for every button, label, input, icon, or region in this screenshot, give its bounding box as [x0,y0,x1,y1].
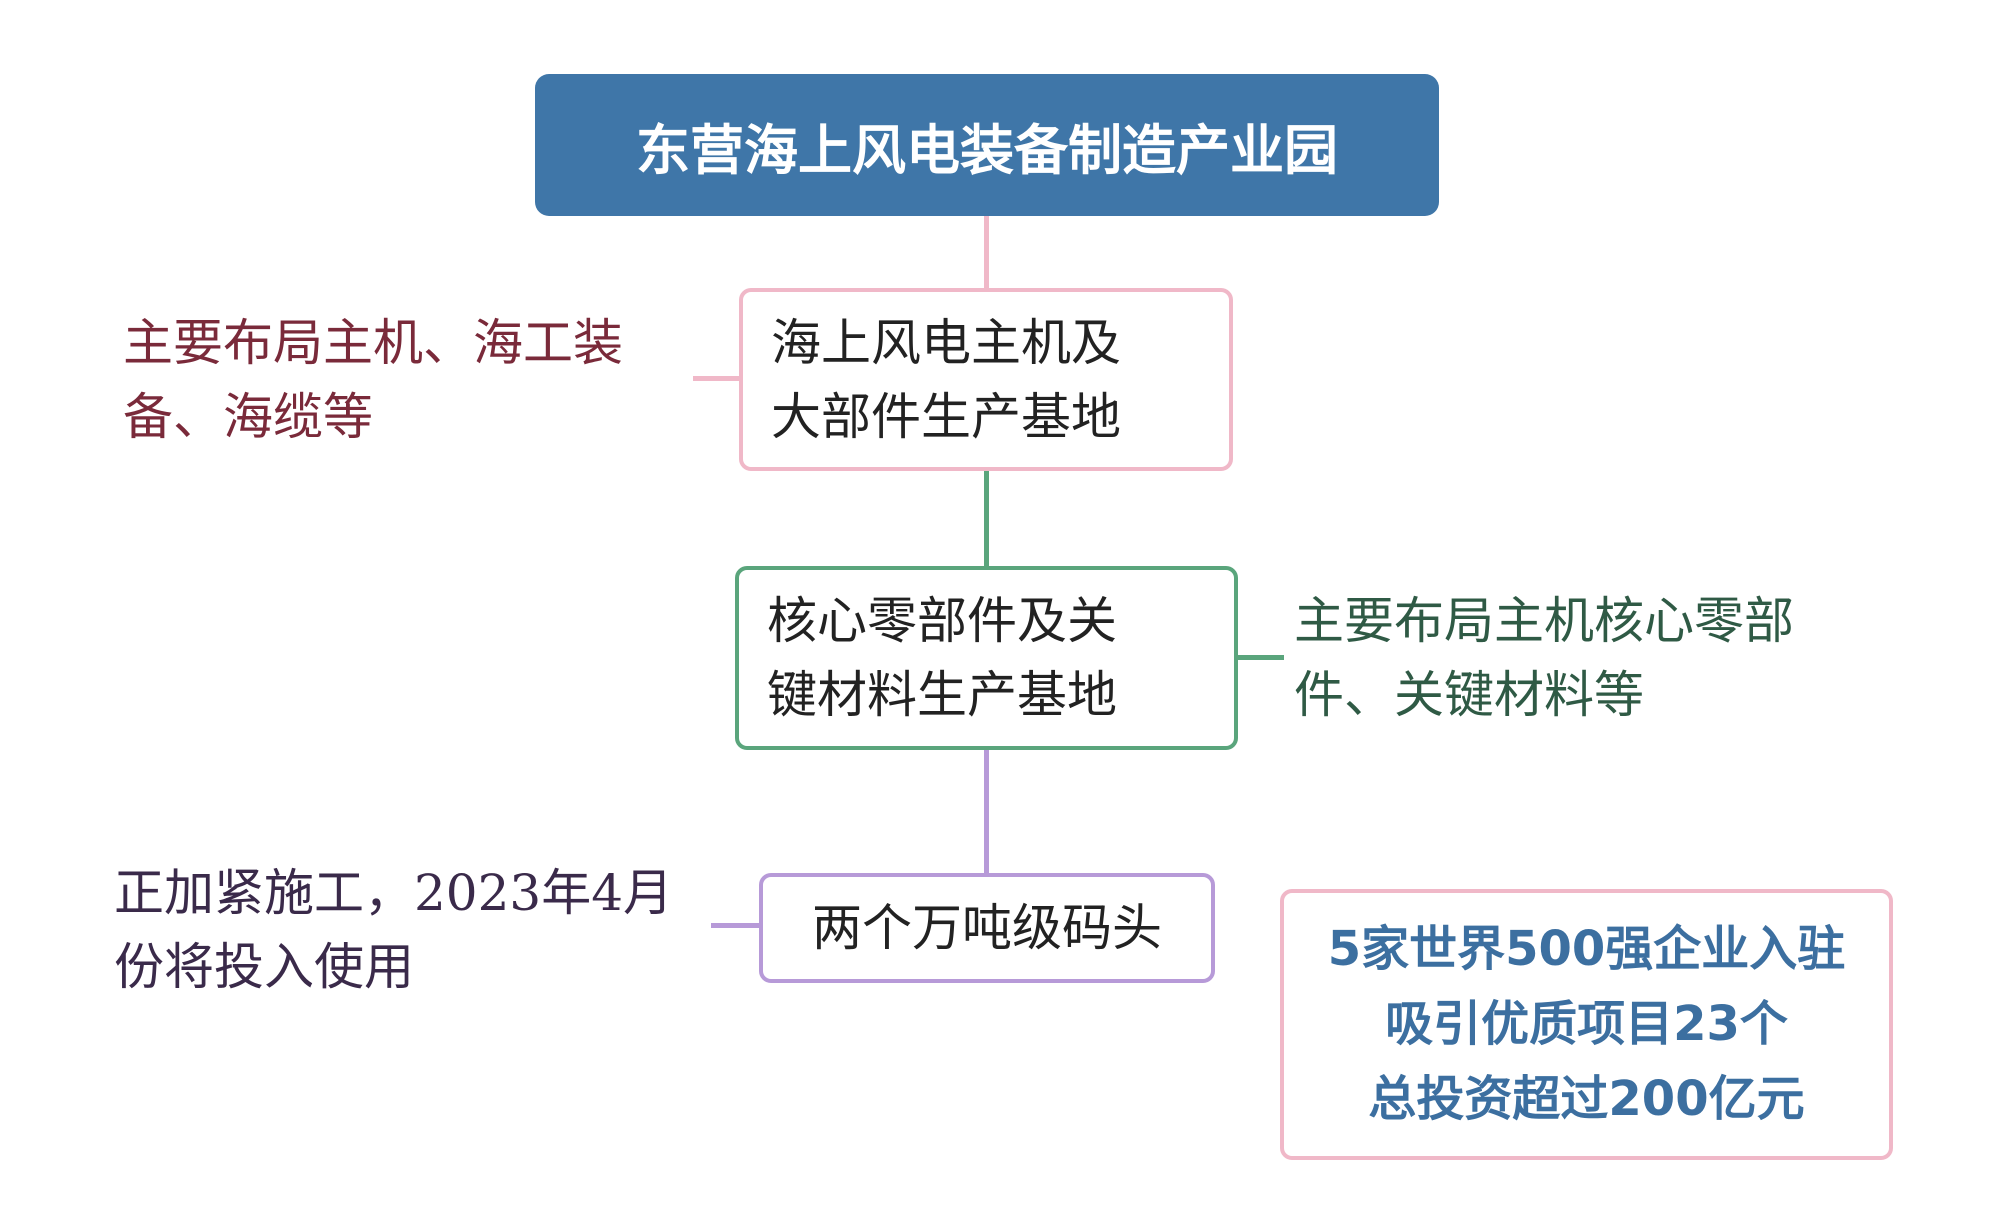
summary-box: 5家世界500强企业入驻 吸引优质项目23个 总投资超过200亿元 [1280,889,1893,1160]
note-main-base: 主要布局主机、海工装备、海缆等 [123,306,693,454]
connector-note3 [711,923,759,928]
note-line: 份将投入使用 [114,938,414,996]
summary-line: 吸引优质项目23个 [1385,996,1788,1052]
note-docks: 正加紧施工，2023年4月份将投入使用 [114,856,714,1004]
note-core-parts: 主要布局主机核心零部件、关键材料等 [1294,584,1874,732]
note-line: 正加紧施工，2023年4月 [114,864,674,922]
connector-title-node1 [984,216,989,288]
note-line: 主要布局主机核心零部 [1294,592,1794,650]
connector-node1-node2 [984,471,989,566]
connector-node2-node3 [984,750,989,873]
root-title: 东营海上风电装备制造产业园 [535,74,1439,216]
connector-note1 [693,376,739,381]
node-main-base: 海上风电主机及大部件生产基地 [739,288,1233,471]
node-line: 大部件生产基地 [771,387,1121,446]
node-line: 两个万吨级码头 [812,899,1162,957]
node-docks: 两个万吨级码头 [759,873,1215,983]
note-line: 件、关键材料等 [1294,666,1644,724]
connector-note2 [1238,655,1284,660]
summary-line: 5家世界500强企业入驻 [1327,921,1846,977]
summary-line: 总投资超过200亿元 [1368,1071,1805,1127]
node-core-parts-base: 核心零部件及关键材料生产基地 [735,566,1238,750]
node-line: 键材料生产基地 [767,666,1117,724]
node-line: 海上风电主机及 [771,313,1121,372]
note-line: 主要布局主机、海工装 [123,314,623,372]
note-line: 备、海缆等 [123,388,373,446]
node-line: 核心零部件及关 [767,592,1117,650]
